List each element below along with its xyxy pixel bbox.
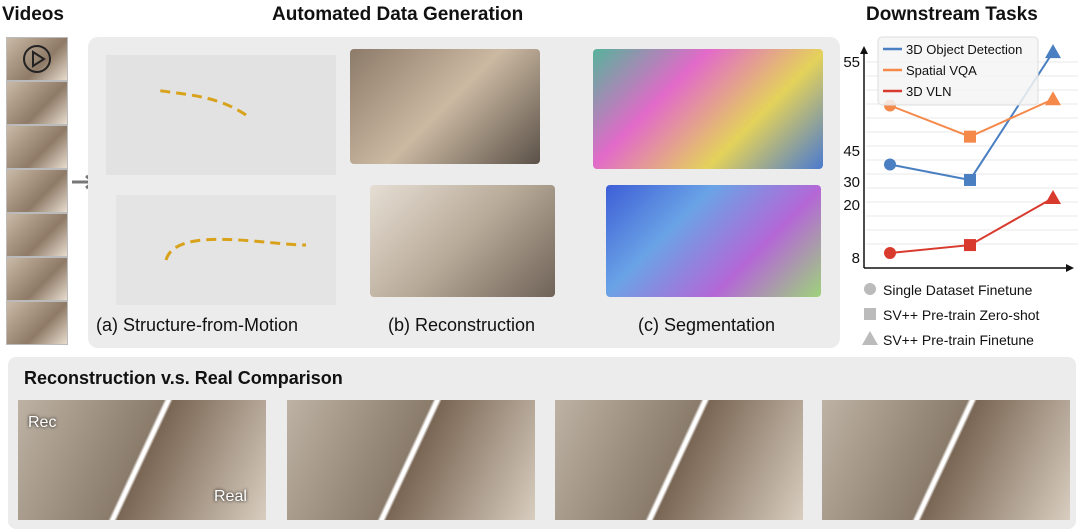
category-legend-label: SV++ Pre-train Zero-shot [883, 307, 1040, 323]
legend-label: 3D Object Detection [906, 42, 1022, 57]
data-point-square [964, 173, 976, 186]
comparison-image [822, 400, 1070, 520]
video-thumbnail [6, 169, 68, 213]
legend-label: Spatial VQA [906, 63, 977, 78]
data-point-circle [884, 247, 896, 260]
caption-segmentation: (c) Segmentation [638, 315, 776, 335]
y-axis-arrow [860, 46, 868, 54]
data-point-triangle [1045, 44, 1061, 59]
point-cloud-image [106, 55, 336, 305]
y-tick-label: 55 [843, 54, 860, 71]
category-legend-label: SV++ Pre-train Finetune [883, 332, 1034, 348]
legend-label: 3D VLN [906, 84, 952, 99]
data-point-circle [864, 283, 876, 295]
video-thumbnail [6, 257, 68, 301]
caption-sfm: (a) Structure-from-Motion [96, 315, 299, 335]
data-point-triangle [862, 331, 878, 345]
downstream-title: Downstream Tasks [866, 4, 1038, 25]
generation-panel [88, 37, 840, 348]
caption-reconstruction: (b) Reconstruction [388, 315, 536, 335]
reconstruction-image-1 [350, 49, 540, 164]
play-circle-icon [23, 45, 51, 73]
x-axis-arrow [1066, 264, 1074, 272]
comparison-image [287, 400, 535, 520]
videos-title: Videos [2, 4, 64, 25]
comparison-title: Reconstruction v.s. Real Comparison [24, 368, 343, 388]
video-thumbnail [6, 81, 68, 125]
data-point-triangle [1045, 190, 1061, 205]
real-label: Real [214, 488, 247, 505]
y-tick-label: 45 [843, 143, 860, 160]
video-thumbnail [6, 301, 68, 345]
segmentation-image-2 [606, 185, 821, 297]
data-point-circle [884, 158, 896, 171]
video-thumbnail [6, 213, 68, 257]
segmentation-image-1 [593, 49, 823, 169]
reconstruction-image-2 [370, 185, 555, 297]
video-thumbnail [6, 125, 68, 169]
y-tick-label: 8 [852, 250, 860, 267]
comparison-image [555, 400, 803, 520]
y-tick-label: 30 [843, 174, 860, 191]
data-point-square [864, 308, 876, 320]
data-point-triangle [1045, 91, 1061, 106]
data-point-square [964, 239, 976, 252]
legend-box [877, 36, 1039, 106]
generation-title: Automated Data Generation [272, 4, 524, 25]
comparison-image: Rec Real [18, 400, 266, 520]
data-point-square [964, 130, 976, 143]
rec-label: Rec [28, 414, 57, 431]
video-thumbnail [6, 37, 68, 81]
y-tick-label: 20 [843, 197, 860, 214]
category-legend-label: Single Dataset Finetune [883, 282, 1033, 298]
